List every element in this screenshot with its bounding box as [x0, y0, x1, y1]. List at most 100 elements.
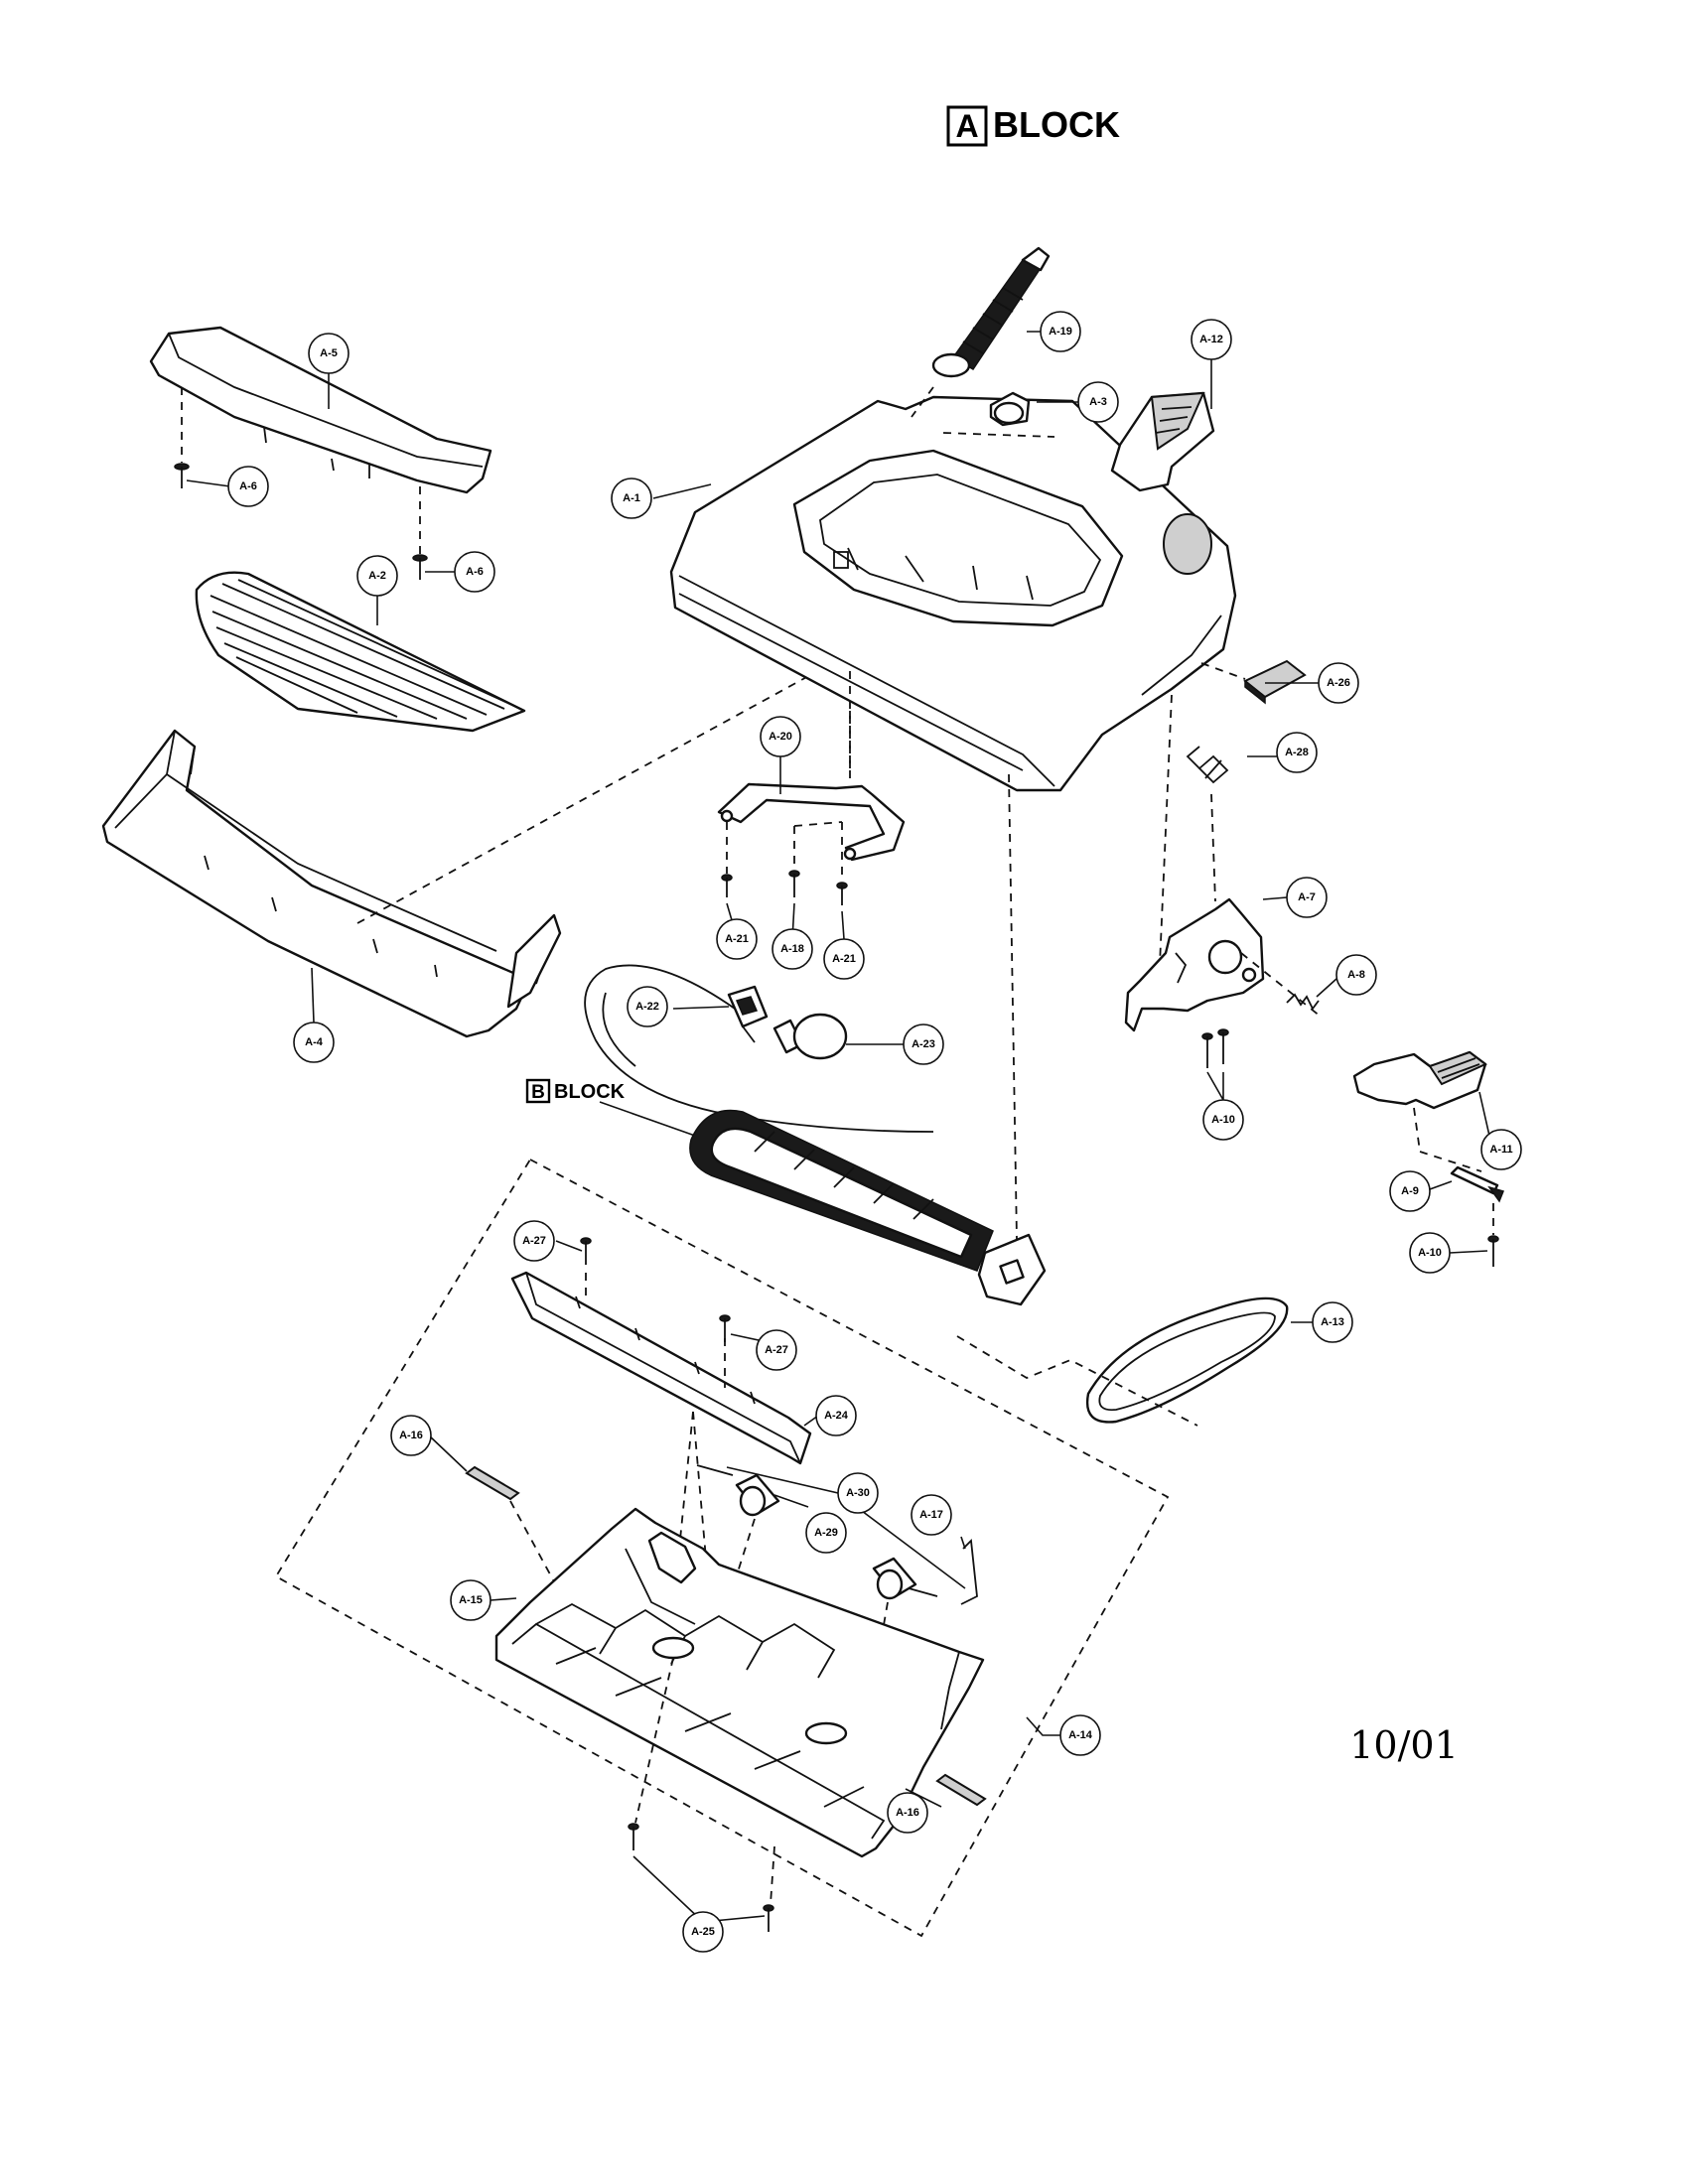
- svg-text:A-12: A-12: [1199, 334, 1223, 345]
- title-letter: A: [955, 108, 978, 144]
- svg-text:A-20: A-20: [769, 731, 792, 743]
- part-a25-screw-left: [628, 1657, 674, 1850]
- part-a11-release-pedal: [1352, 1050, 1487, 1172]
- callout-a1: A-1: [611, 478, 652, 519]
- callout-a5: A-5: [308, 333, 350, 374]
- callout-a27-right: A-27: [756, 1329, 797, 1371]
- callout-a21-right: A-21: [823, 938, 865, 980]
- callout-a17: A-17: [911, 1494, 952, 1536]
- part-a16-strip-left: [465, 1465, 563, 1597]
- callout-a12: A-12: [1191, 319, 1232, 360]
- svg-text:A-9: A-9: [1401, 1185, 1419, 1197]
- callout-a13: A-13: [1312, 1301, 1353, 1343]
- part-a10-screw-lower: [1487, 1203, 1499, 1267]
- svg-text:A-26: A-26: [1327, 677, 1350, 689]
- svg-text:A-10: A-10: [1418, 1247, 1442, 1259]
- part-a19-hose-fitting: [911, 246, 1051, 418]
- svg-text:A-18: A-18: [780, 943, 804, 955]
- callout-a27-left: A-27: [513, 1220, 555, 1262]
- subtitle-b-block: B BLOCK: [525, 1078, 696, 1137]
- callout-a14: A-14: [1059, 1714, 1101, 1756]
- part-a17-wire: [960, 1539, 978, 1605]
- part-a21-screw-left: [721, 874, 733, 897]
- callout-a21-left: A-21: [716, 918, 758, 960]
- part-a4-bumper-base: [101, 729, 562, 1038]
- svg-text:A-16: A-16: [896, 1807, 919, 1819]
- svg-text:A-25: A-25: [691, 1926, 715, 1938]
- callout-a16-left: A-16: [390, 1415, 432, 1456]
- part-a15-base-plate: [494, 1507, 985, 1858]
- subtitle-word: BLOCK: [554, 1081, 626, 1103]
- callout-a2: A-2: [356, 555, 398, 597]
- svg-text:A-3: A-3: [1089, 396, 1107, 408]
- callout-a4: A-4: [293, 1022, 335, 1063]
- diagram-title: A BLOCK: [946, 104, 1120, 147]
- leader-lines: [186, 331, 1490, 1923]
- part-brushroll: [689, 1109, 1047, 1306]
- svg-text:A-21: A-21: [725, 933, 749, 945]
- svg-text:A-11: A-11: [1489, 1144, 1512, 1156]
- svg-text:A-6: A-6: [239, 480, 257, 492]
- callout-a26: A-26: [1318, 662, 1359, 704]
- part-a2-grille: [195, 571, 526, 733]
- svg-text:A-29: A-29: [814, 1527, 838, 1539]
- svg-text:A-7: A-7: [1298, 891, 1316, 903]
- subtitle-letter: B: [531, 1082, 545, 1103]
- part-a9-pin: [1450, 1165, 1505, 1203]
- callout-a11: A-11: [1480, 1129, 1522, 1170]
- svg-text:A-6: A-6: [466, 566, 484, 578]
- callout-a10-lower: A-10: [1409, 1232, 1451, 1274]
- svg-text:A-23: A-23: [912, 1038, 935, 1050]
- callout-a10-pair: A-10: [1202, 1099, 1244, 1141]
- part-a23-bulb: [772, 1013, 848, 1060]
- part-a21-screw-right: [836, 882, 848, 905]
- callout-a6-left: A-6: [227, 466, 269, 507]
- svg-text:A-14: A-14: [1068, 1729, 1093, 1741]
- svg-text:A-13: A-13: [1321, 1316, 1344, 1328]
- title-word: BLOCK: [993, 104, 1120, 145]
- part-a28-spring: [1159, 694, 1229, 966]
- svg-text:A-15: A-15: [459, 1594, 483, 1606]
- part-a12-pedal: [1110, 391, 1215, 492]
- callout-a29: A-29: [805, 1512, 847, 1554]
- part-a20-bracket: [717, 711, 906, 882]
- callout-a20: A-20: [760, 716, 801, 757]
- part-a26-pad: [1200, 659, 1307, 705]
- callout-a22: A-22: [627, 986, 668, 1027]
- svg-text:A-27: A-27: [765, 1344, 788, 1356]
- part-a1-main-housing: [669, 395, 1237, 1240]
- callout-a7: A-7: [1286, 877, 1328, 918]
- svg-text:A-30: A-30: [846, 1487, 870, 1499]
- svg-text:A-10: A-10: [1211, 1114, 1235, 1126]
- svg-text:A-1: A-1: [623, 492, 640, 504]
- part-a6-screw-left: [174, 463, 190, 488]
- part-a16-strip-right: [935, 1773, 987, 1807]
- part-a27-screw-right: [719, 1314, 731, 1342]
- part-a7-lever-bracket: [1124, 897, 1322, 1032]
- svg-text:A-17: A-17: [919, 1509, 943, 1521]
- svg-text:A-5: A-5: [320, 347, 338, 359]
- svg-text:A-21: A-21: [832, 953, 856, 965]
- part-a6-screw-right: [412, 554, 428, 580]
- callout-a9: A-9: [1389, 1170, 1431, 1212]
- svg-text:A-16: A-16: [399, 1430, 423, 1441]
- revision-date: 10/01: [1349, 1723, 1459, 1767]
- callout-a23: A-23: [903, 1024, 944, 1065]
- svg-text:A-8: A-8: [1347, 969, 1365, 981]
- callout-a19: A-19: [1040, 311, 1081, 352]
- callout-a3: A-3: [1077, 381, 1119, 423]
- callout-a25: A-25: [682, 1911, 724, 1953]
- part-a27-screw-left: [580, 1237, 592, 1265]
- svg-text:A-19: A-19: [1049, 326, 1072, 338]
- svg-text:A-27: A-27: [522, 1235, 546, 1247]
- part-a10-screws-pair: [1201, 1028, 1229, 1068]
- callout-a28: A-28: [1276, 732, 1318, 773]
- callout-a30: A-30: [837, 1472, 879, 1514]
- callout-a16-right: A-16: [887, 1792, 928, 1834]
- svg-text:A-4: A-4: [305, 1036, 324, 1048]
- svg-text:A-24: A-24: [824, 1410, 849, 1422]
- callout-a8: A-8: [1335, 954, 1377, 996]
- part-a5-bumper-cap: [149, 326, 492, 556]
- callout-a24: A-24: [815, 1395, 857, 1436]
